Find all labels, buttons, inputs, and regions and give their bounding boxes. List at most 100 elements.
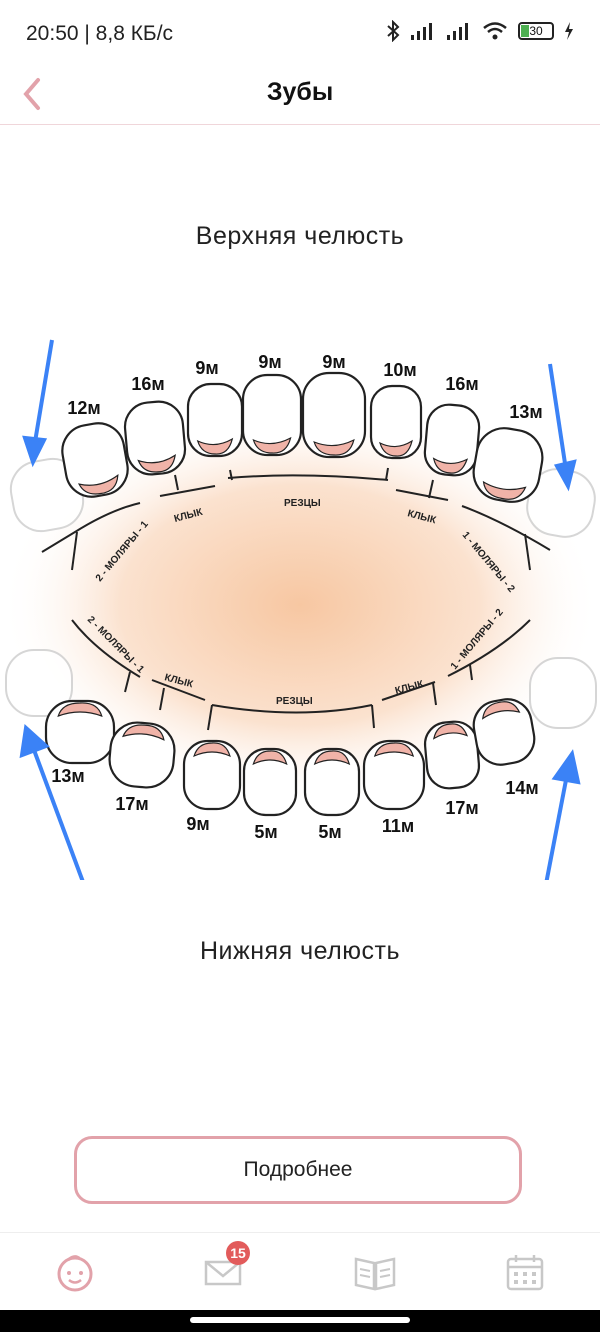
lower-jaw-label: Нижняя челюсть bbox=[200, 937, 400, 965]
arrow-lower-left bbox=[32, 749, 85, 880]
tooth-crown bbox=[301, 371, 367, 459]
upper-tooth-age-label: 9м bbox=[258, 352, 281, 372]
arrow-upper-left bbox=[32, 339, 54, 449]
arrow-upper-left-head bbox=[22, 435, 48, 468]
gum-mark bbox=[373, 742, 415, 758]
tooth-crown bbox=[369, 384, 423, 460]
gum-mark bbox=[77, 474, 119, 495]
gum-mark bbox=[482, 480, 527, 500]
tooth-crown bbox=[241, 373, 303, 457]
tooth-crown bbox=[123, 400, 187, 476]
status-bar: 20:50 | 8,8 КБ/с 30 bbox=[0, 0, 600, 64]
lower-tooth-age-label: 11м bbox=[382, 816, 414, 836]
nav-mail[interactable] bbox=[198, 1247, 248, 1297]
tooth-crown bbox=[423, 720, 481, 790]
upper-jaw-label: Верхняя челюсть bbox=[195, 222, 405, 250]
upper-tooth-age-label: 16м bbox=[131, 374, 164, 394]
upper-tooth[interactable] bbox=[123, 400, 187, 477]
signal-icon bbox=[411, 23, 432, 40]
lower-tooth-age-label: 14м bbox=[505, 778, 538, 798]
tooth-crown bbox=[44, 699, 116, 765]
tooth-crown bbox=[303, 747, 361, 817]
upper-brackets bbox=[41, 467, 551, 571]
system-home-bar bbox=[0, 1310, 600, 1332]
upper-tooth[interactable] bbox=[469, 424, 547, 506]
upper-tooth-age-label: 9м bbox=[322, 352, 345, 372]
upper-tooth[interactable] bbox=[423, 403, 481, 477]
lower-tooth[interactable] bbox=[44, 699, 116, 765]
gum-mark bbox=[432, 457, 469, 474]
signal-icon bbox=[447, 23, 468, 40]
arrow-upper-right-head bbox=[553, 459, 577, 492]
gum-mark bbox=[196, 437, 234, 455]
upper-tooth-age-label: 13м bbox=[509, 402, 542, 422]
upper-tooth-age-label: 9м bbox=[195, 358, 218, 378]
gum-mark bbox=[57, 702, 103, 717]
gum-mark bbox=[193, 742, 231, 758]
baby-face-icon bbox=[57, 1255, 93, 1292]
lower-tooth[interactable] bbox=[303, 747, 361, 817]
arrows bbox=[19, 339, 581, 880]
mail-icon bbox=[204, 1260, 242, 1286]
lower-tooth[interactable] bbox=[470, 695, 538, 768]
tooth-crown bbox=[182, 739, 242, 811]
lower-tooth[interactable] bbox=[423, 720, 481, 790]
gum-mark bbox=[122, 724, 165, 741]
battery-icon: 30 bbox=[518, 22, 554, 40]
tooth-crown bbox=[423, 403, 481, 477]
lower-brackets bbox=[71, 619, 531, 731]
upper-tooth[interactable] bbox=[301, 371, 367, 459]
lower-tooth[interactable] bbox=[362, 739, 426, 811]
arrow-upper-right bbox=[548, 363, 568, 471]
nav-diary[interactable] bbox=[350, 1247, 400, 1297]
tooth-crown bbox=[108, 721, 176, 789]
gum-mark bbox=[252, 750, 288, 766]
gum-mark bbox=[137, 454, 176, 473]
charging-icon bbox=[565, 22, 573, 40]
upper-incisors-label: РЕЗЦЫ bbox=[284, 498, 321, 509]
gum-mark bbox=[379, 439, 413, 457]
upper-tooth[interactable] bbox=[369, 384, 423, 460]
lower-tooth-age-label: 13м bbox=[51, 766, 84, 786]
mouth-glow bbox=[0, 405, 600, 805]
tooth-crown bbox=[472, 427, 544, 503]
details-button[interactable]: Подробнее bbox=[74, 1136, 522, 1204]
wifi-icon bbox=[483, 22, 507, 40]
back-button[interactable] bbox=[18, 72, 48, 112]
nav-calendar[interactable] bbox=[500, 1247, 550, 1297]
lower-tooth-age-label: 17м bbox=[115, 794, 148, 814]
arrow-lower-left-head bbox=[19, 724, 50, 759]
gum-mark bbox=[313, 750, 351, 766]
book-icon bbox=[354, 1257, 396, 1291]
gum-mark bbox=[432, 723, 469, 740]
lower-tooth-age-label: 17м bbox=[445, 798, 478, 818]
chevron-left-icon bbox=[23, 78, 40, 110]
ghost-teeth bbox=[5, 457, 597, 729]
bottom-nav bbox=[0, 1232, 600, 1311]
lower-tooth-age-label: 9м bbox=[186, 814, 209, 834]
tooth-crown bbox=[362, 739, 426, 811]
tooth-crown bbox=[61, 422, 129, 498]
lower-tooth[interactable] bbox=[242, 747, 298, 817]
nav-baby[interactable] bbox=[50, 1247, 100, 1297]
upper-tooth[interactable] bbox=[58, 419, 132, 501]
arrow-lower-right bbox=[544, 779, 568, 880]
home-indicator[interactable] bbox=[190, 1317, 410, 1323]
arrow-lower-right-head bbox=[551, 749, 581, 785]
lower-tooth-age-label: 5м bbox=[318, 822, 341, 842]
status-text: 20:50 | 8,8 КБ/с bbox=[26, 22, 174, 45]
upper-tooth[interactable] bbox=[241, 373, 303, 457]
lower-tooth[interactable] bbox=[107, 720, 176, 789]
gum-mark bbox=[482, 701, 521, 720]
teeth-diagram: 2 - МОЛЯРЫ - 1 КЛЫК РЕЗЦЫ КЛЫК 1 - МОЛЯР… bbox=[0, 339, 600, 880]
status-icons: 30 bbox=[386, 20, 574, 42]
calendar-icon bbox=[506, 1255, 544, 1291]
upper-tooth[interactable] bbox=[186, 382, 244, 458]
upper-tooth-age-label: 12м bbox=[67, 398, 100, 418]
upper-tooth-age-label: 16м bbox=[445, 374, 478, 394]
lower-tooth[interactable] bbox=[182, 739, 242, 811]
lower-incisors-label: РЕЗЦЫ bbox=[276, 696, 313, 707]
bluetooth-icon bbox=[387, 20, 400, 42]
tooth-crown bbox=[242, 747, 298, 817]
